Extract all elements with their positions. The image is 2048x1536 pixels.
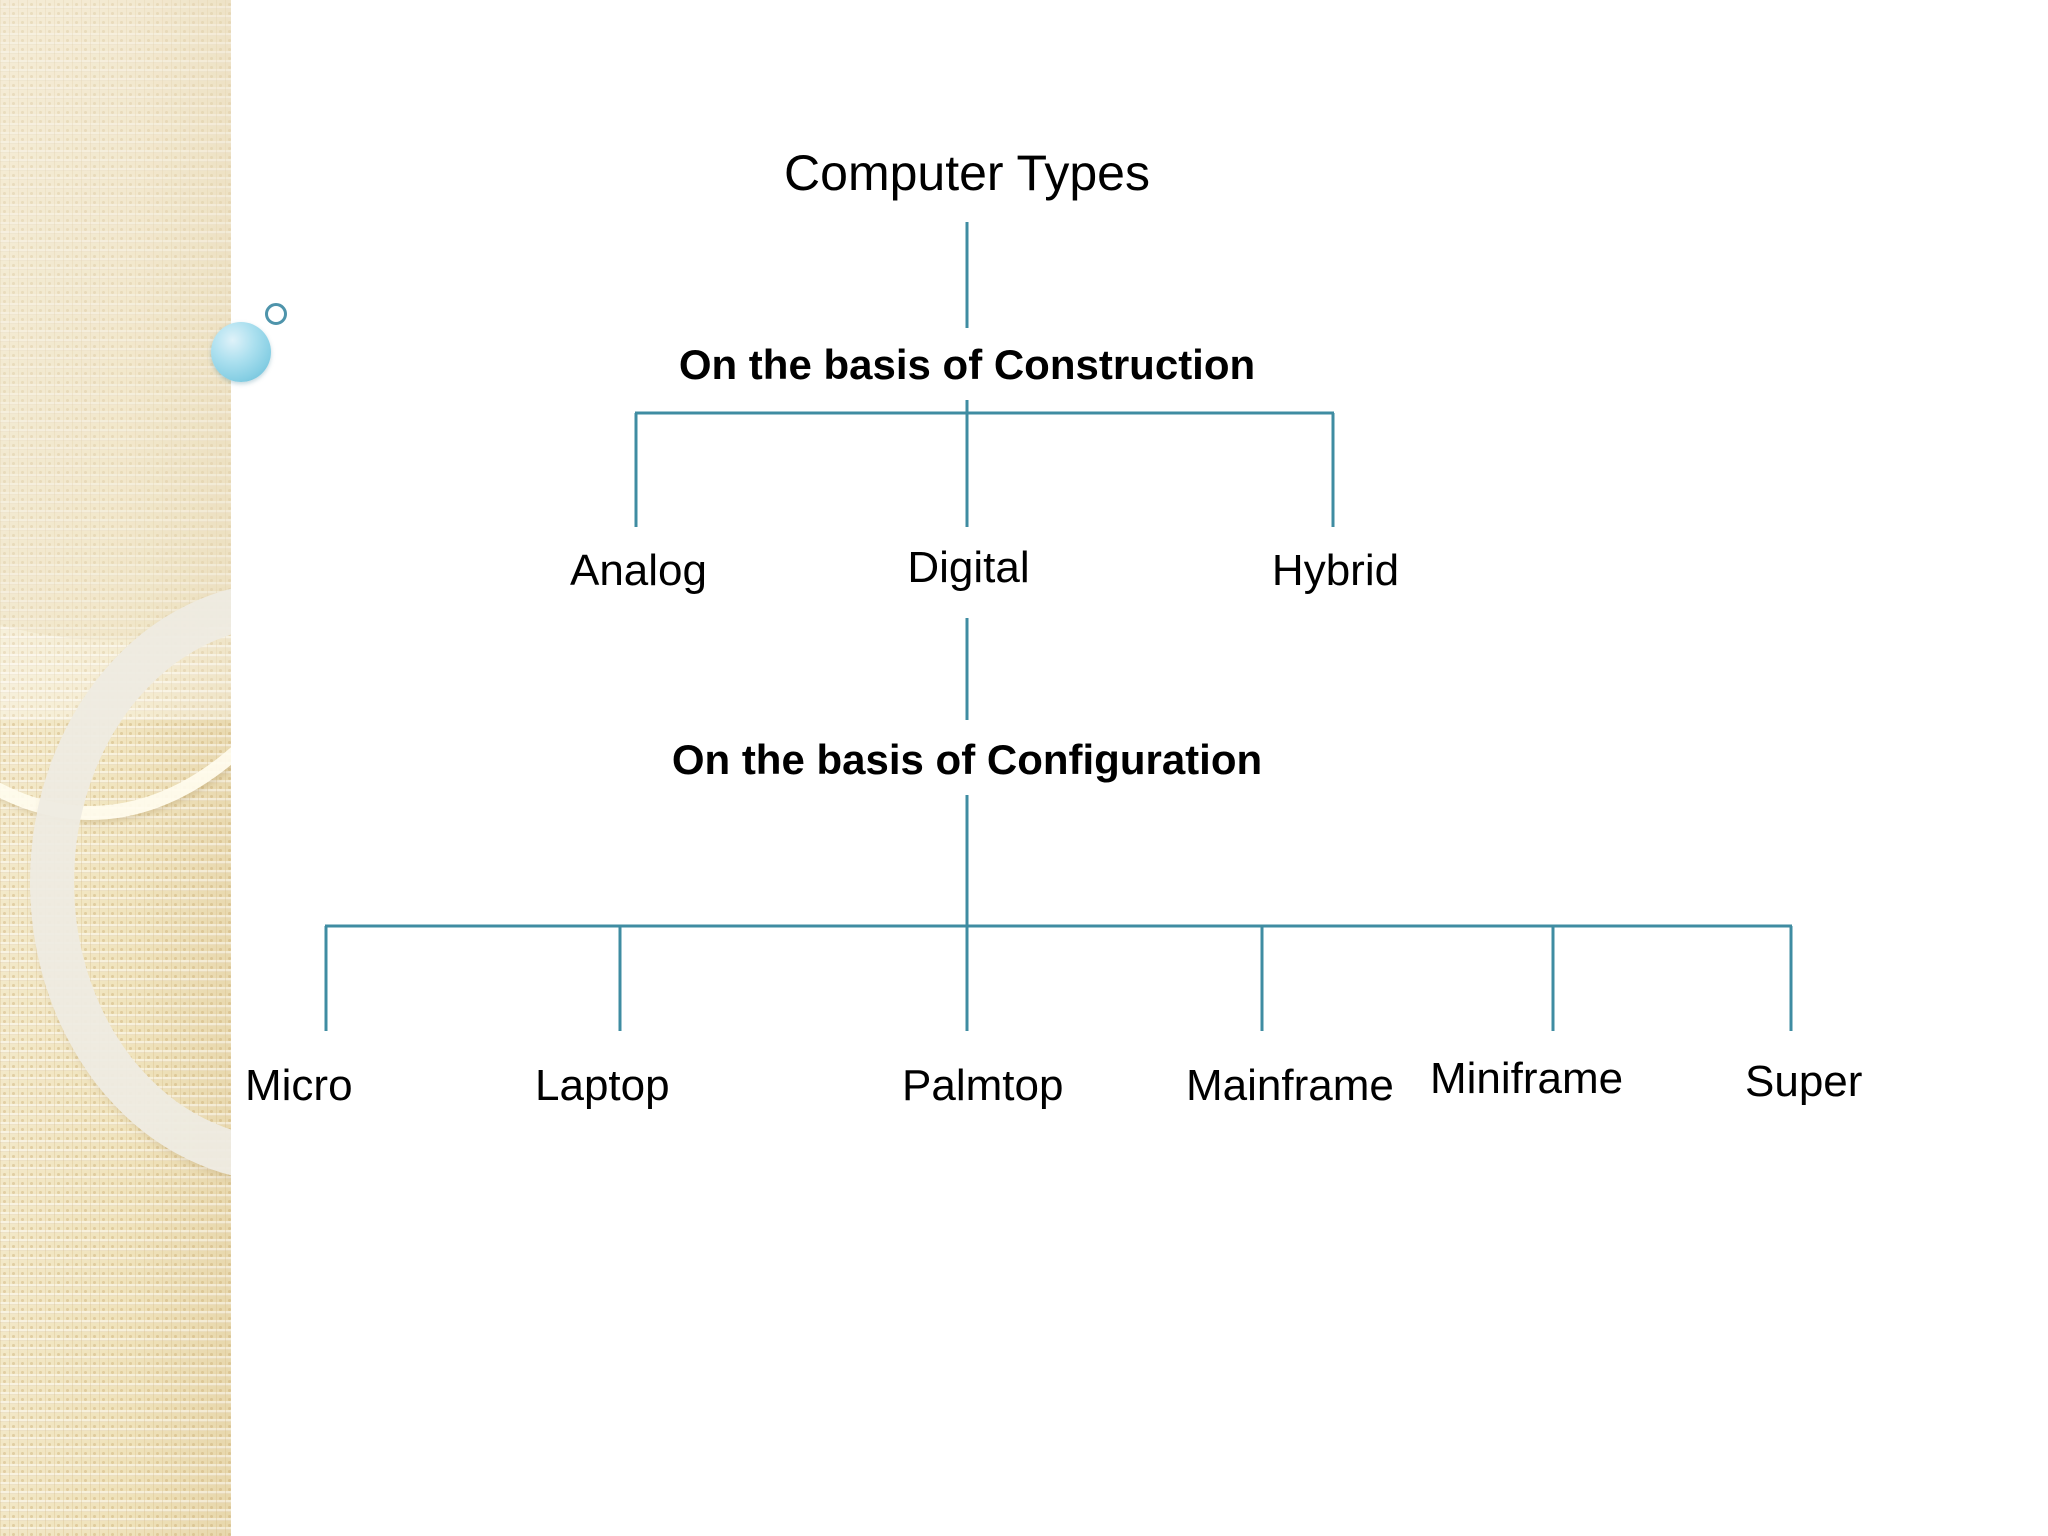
bubble-ring-decoration (265, 303, 287, 325)
decorative-sidebar (0, 0, 231, 1536)
node-analog: Analog (569, 546, 707, 595)
node-digital: Digital (907, 543, 1030, 592)
node-micro: Micro (245, 1061, 353, 1110)
node-heading-construction: On the basis of Construction (678, 341, 1256, 388)
node-miniframe: Miniframe (1430, 1054, 1624, 1103)
bubble-decoration (211, 322, 271, 382)
node-computer-types: Computer Types (784, 145, 1150, 201)
node-palmtop: Palmtop (902, 1061, 1064, 1110)
node-laptop: Laptop (535, 1061, 670, 1110)
node-super: Super (1745, 1057, 1863, 1106)
node-hybrid: Hybrid (1271, 546, 1400, 595)
node-heading-configuration: On the basis of Configuration (671, 736, 1263, 783)
node-mainframe: Mainframe (1186, 1061, 1394, 1110)
